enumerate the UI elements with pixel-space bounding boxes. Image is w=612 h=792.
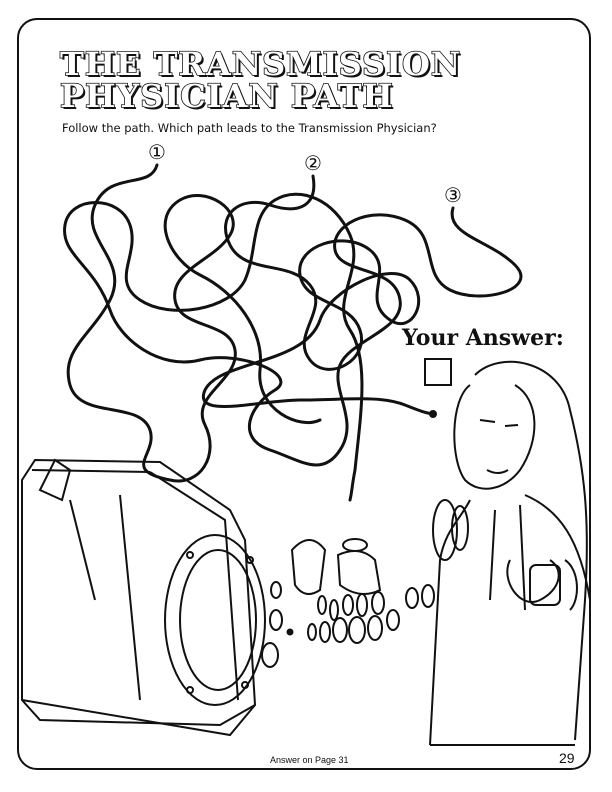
maze-path-2[interactable] bbox=[201, 174, 435, 416]
title-line-1: THE TRANSMISSION bbox=[59, 45, 462, 83]
path-end-dot bbox=[429, 410, 437, 418]
path-start-2[interactable]: ② bbox=[302, 151, 324, 175]
page-border bbox=[17, 18, 591, 770]
page-number: 29 bbox=[559, 750, 575, 766]
answer-page-note: Answer on Page 31 bbox=[270, 755, 349, 765]
svg-text:③: ③ bbox=[444, 183, 462, 207]
maze-path-3[interactable] bbox=[63, 192, 523, 502]
page-title: THE TRANSMISSION PHYSICIAN PATH bbox=[59, 45, 462, 115]
maze-path-1[interactable] bbox=[66, 163, 322, 483]
maze-instructions: Follow the path. Which path leads to the… bbox=[62, 121, 437, 135]
title-line-2: PHYSICIAN PATH bbox=[59, 77, 394, 115]
answer-label: Your Answer: bbox=[402, 325, 564, 351]
physician-drawing bbox=[429, 360, 591, 746]
svg-text:①: ① bbox=[148, 140, 166, 164]
transmission-drawing bbox=[21, 458, 435, 737]
svg-text:②: ② bbox=[304, 151, 322, 175]
answer-box[interactable] bbox=[424, 358, 452, 386]
path-start-1[interactable]: ① bbox=[146, 140, 168, 164]
path-start-3[interactable]: ③ bbox=[442, 183, 464, 207]
